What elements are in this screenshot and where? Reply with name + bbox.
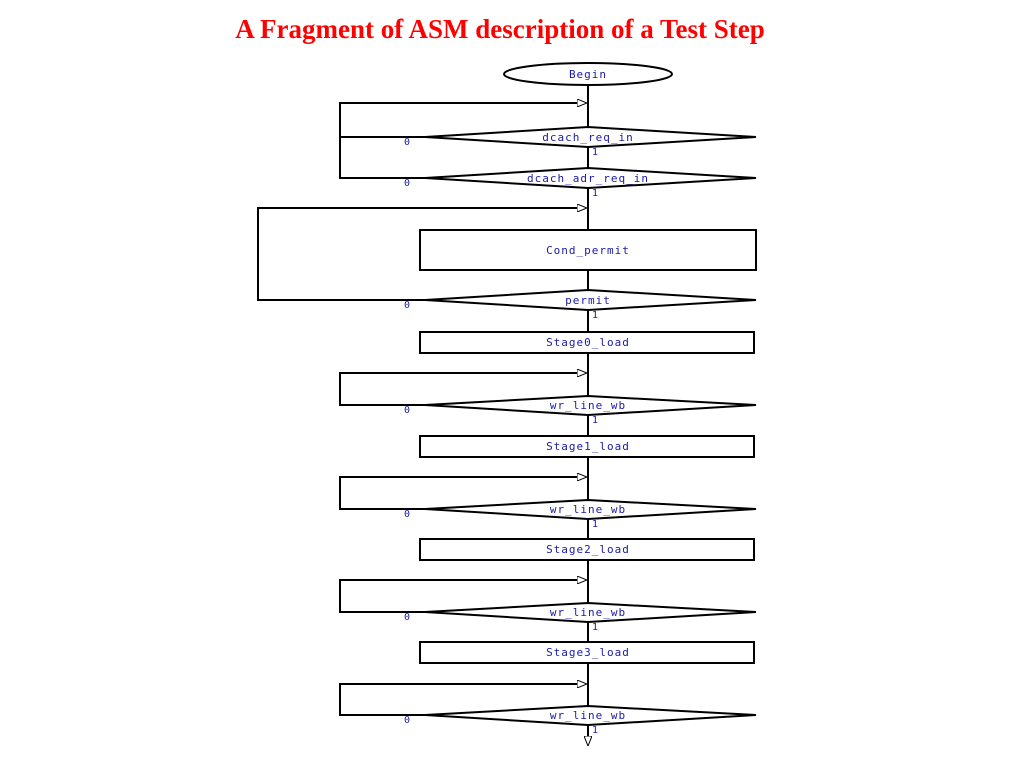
branch-no-label: 0	[404, 715, 410, 726]
loop-wr-line-4	[339, 684, 586, 716]
decision-label: wr_line_wb	[550, 709, 626, 722]
decision-wr-line-wb-3: wr_line_wb 0 1	[404, 601, 757, 633]
begin-label: Begin	[569, 68, 607, 81]
branch-yes-label: 1	[592, 725, 598, 736]
decision-label: permit	[565, 294, 611, 307]
state-stage1-load: Stage1_load	[419, 435, 755, 458]
branch-yes-label: 1	[592, 519, 598, 530]
state-stage3-load: Stage3_load	[419, 641, 755, 664]
branch-yes-label: 1	[592, 147, 598, 158]
loop-dcach-req	[339, 103, 586, 138]
loop-dcach-adr	[339, 137, 425, 179]
decision-wr-line-wb-1: wr_line_wb 0 1	[404, 394, 757, 426]
branch-yes-label: 1	[592, 188, 598, 199]
loop-wr-line-2	[339, 477, 586, 510]
decision-label: dcach_adr_req_in	[527, 172, 649, 185]
state-stage0-load: Stage0_load	[419, 331, 755, 354]
branch-no-label: 0	[404, 509, 410, 520]
state-label: Cond_permit	[546, 244, 630, 257]
page-title: A Fragment of ASM description of a Test …	[235, 14, 765, 44]
decision-label: wr_line_wb	[550, 503, 626, 516]
branch-no-label: 0	[404, 178, 410, 189]
branch-no-label: 0	[404, 405, 410, 416]
decision-wr-line-wb-4: wr_line_wb 0 1	[404, 704, 757, 736]
state-label: Stage3_load	[546, 646, 630, 659]
state-stage2-load: Stage2_load	[419, 538, 755, 561]
branch-no-label: 0	[404, 612, 410, 623]
decision-dcach-req-in: dcach_req_in 0 1	[404, 125, 757, 158]
decision-wr-line-wb-2: wr_line_wb 0 1	[404, 498, 757, 530]
loop-permit	[257, 208, 586, 301]
decision-label: wr_line_wb	[550, 606, 626, 619]
branch-no-label: 0	[404, 300, 410, 311]
decision-dcach-adr-req-in: dcach_adr_req_in 0 1	[404, 166, 757, 199]
decision-label: dcach_req_in	[542, 131, 633, 144]
begin-terminal: Begin	[503, 62, 673, 86]
loop-wr-line-1	[339, 373, 586, 406]
branch-yes-label: 1	[592, 415, 598, 426]
branch-yes-label: 1	[592, 310, 598, 321]
loop-wr-line-3	[339, 580, 586, 613]
state-label: Stage0_load	[546, 336, 630, 349]
branch-yes-label: 1	[592, 622, 598, 633]
state-cond-permit: Cond_permit	[419, 229, 757, 271]
decision-permit: permit 0 1	[404, 288, 757, 321]
decision-label: wr_line_wb	[550, 399, 626, 412]
state-label: Stage1_load	[546, 440, 630, 453]
branch-no-label: 0	[404, 137, 410, 148]
state-label: Stage2_load	[546, 543, 630, 556]
